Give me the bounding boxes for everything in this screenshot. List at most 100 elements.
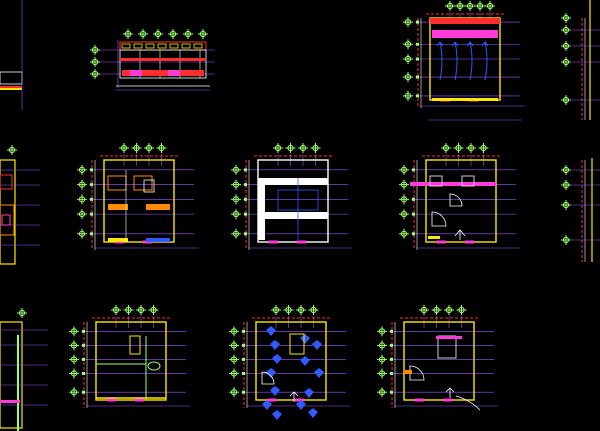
grid-marker-icon [229,368,239,379]
grid-marker-icon [466,143,476,153]
furniture [143,179,155,193]
door-swing-icon [409,365,425,381]
grid-marker-icon [475,1,485,11]
dimension-tick [390,371,393,375]
grid-marker-icon [69,368,79,379]
grid-marker-icon [399,209,409,220]
floor-plan-5 [229,305,350,420]
grid-marker-icon [77,209,87,220]
fixture-icon [289,391,299,402]
white-wall-band [258,212,328,219]
window-mark [106,398,117,402]
floor-plan-left-edge-mid [0,145,40,265]
dimension-tick [244,232,247,236]
grid-marker-icon [441,143,451,153]
grid-marker-icon [136,305,146,315]
furniture-icon [300,334,310,344]
floor-slab [432,98,498,101]
grid-marker-icon [561,180,571,190]
grid-marker-icon [310,143,321,153]
stair-direction-icon [481,41,489,81]
furniture [1,214,11,226]
stair-direction-icon [436,41,444,81]
dimension-tick [90,212,93,216]
grid-marker-icon [298,143,308,153]
stair-band [410,182,496,186]
grid-marker-icon [231,209,241,220]
dimension-tick [82,343,85,347]
grid-marker-icon [90,45,100,55]
furniture-icon [296,400,306,410]
dimension-tick [390,357,393,361]
grid-marker-icon [144,143,154,153]
window-mark [464,240,475,244]
dimension-tick [242,390,245,394]
fixture-icon [454,229,466,240]
white-wall-band [258,178,265,240]
grid-marker-icon [296,305,306,315]
door-arc [455,395,481,411]
outer-wall [0,159,16,265]
stair-direction-icon [451,41,459,81]
dimension-tick [412,168,415,172]
outer-wall [403,321,475,401]
furniture-icon [300,356,310,366]
dimension-bar [0,86,22,89]
floor-band [120,58,206,61]
grid-marker-icon [271,305,281,315]
door-arc [409,365,425,381]
window-mark [436,240,447,244]
grid-marker-icon [377,326,387,337]
grid-marker-icon [444,305,454,315]
window-mark [296,240,307,244]
floor-band [122,70,204,76]
grid-marker-icon [561,235,571,245]
opening-mark [130,70,142,76]
furniture-icon [266,326,276,336]
dimension-tick [416,57,419,61]
parapet-block [157,43,167,49]
furniture [107,175,127,191]
grid-marker-icon [403,90,413,101]
parapet-block [145,43,155,49]
parapet-block [181,43,191,49]
grid-marker-icon [77,164,87,175]
dimension-band [430,18,500,24]
grid-marker-icon [419,305,429,315]
dimension-tick [244,197,247,201]
grid-marker-icon [7,145,17,155]
grid-marker-icon [561,13,571,23]
dimension-tick [412,197,415,201]
outer-wall [255,321,327,401]
grid-marker-icon [431,305,442,315]
outer-wall [425,159,497,243]
grid-marker-icon [69,387,79,398]
door-mark [404,370,412,374]
parapet-block [193,43,203,49]
dimension-tick [242,329,245,333]
furniture [0,204,15,236]
grid-marker-icon [403,39,413,50]
stair-band [436,336,462,339]
grid-marker-icon [399,228,409,239]
grid-marker-icon [377,368,387,379]
grid-marker-icon [285,143,296,153]
grid-marker-icon [231,179,241,190]
furniture-icon [262,400,272,410]
grid-marker-icon [119,143,129,153]
grid-marker-icon [231,164,241,175]
grid-marker-icon [153,29,163,39]
opening-mark [168,70,180,76]
grid-marker-icon [69,326,79,337]
furniture [129,335,141,355]
dimension-tick [416,75,419,79]
floor-plan-left-edge-top [0,0,23,110]
outer-wall [95,321,167,401]
grid-marker-icon [453,143,464,153]
furniture-icon [266,368,276,378]
window-mark [134,398,145,402]
door-arc [261,371,275,385]
dimension-tick [416,20,419,24]
